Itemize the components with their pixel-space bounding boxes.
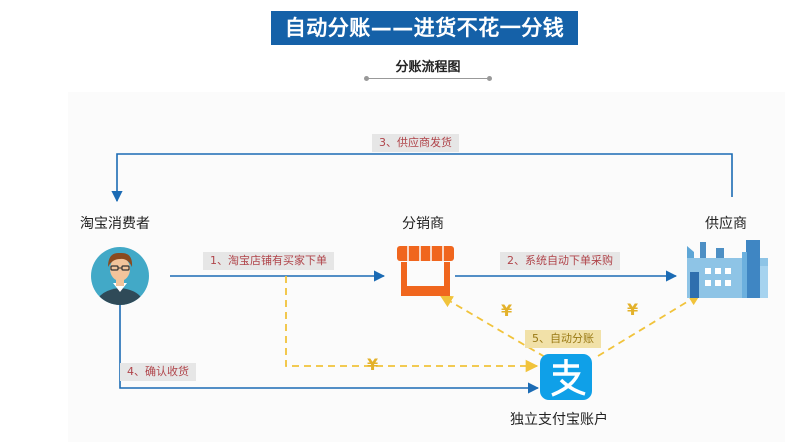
node-label-consumer: 淘宝消费者: [80, 216, 150, 232]
alipay-icon: [540, 354, 592, 400]
node-label-supplier: 供应商: [705, 216, 747, 232]
yen-symbol-bottom: ¥: [367, 355, 379, 374]
yen-symbol-left: ¥: [501, 301, 513, 320]
storefront-icon: [397, 246, 454, 296]
dashed-split-to-distributor: [439, 295, 546, 358]
step-label-1: 1、淘宝店铺有买家下单: [203, 252, 334, 270]
step-label-2: 2、系统自动下单采购: [500, 252, 620, 270]
arrow-supplier-to-consumer: [111, 153, 733, 203]
node-label-distributor: 分销商: [402, 216, 444, 232]
yen-symbol-right: ¥: [627, 300, 639, 319]
factory-icon: [687, 240, 768, 298]
dashed-split-to-supplier: [597, 293, 702, 357]
node-label-alipay: 独立支付宝账户: [510, 412, 608, 428]
page-title: 自动分账——进货不花一分钱: [271, 11, 578, 45]
subtitle-underline: [364, 76, 492, 81]
step-label-5: 5、自动分账: [525, 330, 601, 348]
step-label-3: 3、供应商发货: [372, 134, 459, 152]
step-label-4: 4、确认收货: [120, 363, 196, 381]
arrow-consumer-to-alipay: [119, 305, 540, 394]
person-avatar-icon: [91, 247, 149, 305]
diagram-subtitle: 分账流程图: [395, 60, 461, 75]
dashed-payment-to-alipay: [285, 276, 539, 373]
